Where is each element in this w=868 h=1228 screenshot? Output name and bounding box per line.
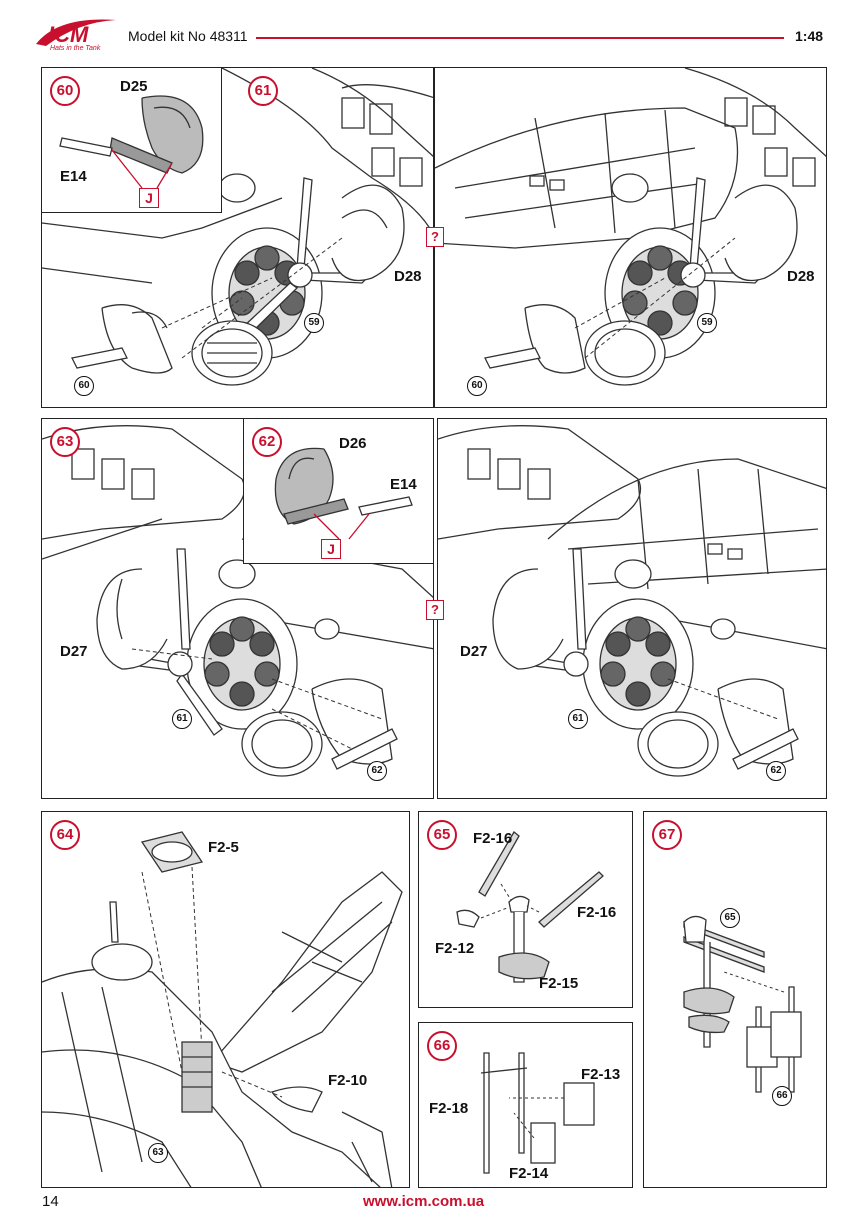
panel-step-63: 63 D27 61 62 62 D26 E14 J bbox=[41, 418, 434, 799]
page-number: 14 bbox=[42, 1193, 59, 1210]
panel-step-67: 67 65 66 bbox=[643, 811, 827, 1188]
question-marker-row2: ? bbox=[426, 600, 444, 620]
ref-step-62-b: 62 bbox=[766, 761, 786, 781]
icm-logo bbox=[36, 19, 116, 46]
part-label-f2-12: F2-12 bbox=[435, 940, 475, 957]
part-label-f2-14: F2-14 bbox=[509, 1165, 549, 1182]
header: ICM Hats in the Tank Model kit No 48311 … bbox=[0, 0, 868, 60]
part-label-d27: D27 bbox=[60, 643, 88, 660]
cowl-flap-detail-drawing bbox=[59, 95, 204, 189]
part-label-f2-16-b: F2-16 bbox=[577, 904, 617, 921]
engine-installed-drawing-left bbox=[438, 425, 826, 777]
engine-installed-drawing bbox=[435, 68, 826, 386]
step-60-badge: 60 bbox=[50, 76, 80, 106]
ref-step-59-b: 59 bbox=[697, 313, 717, 333]
gun-and-ammo-assembly-drawing bbox=[683, 915, 802, 1093]
ammo-box-drawing bbox=[480, 1052, 595, 1174]
panel-step-61: 60 D25 E14 J 61 D28 59 60 bbox=[41, 67, 434, 408]
step-65-badge: 65 bbox=[427, 820, 457, 850]
ref-step-59: 59 bbox=[304, 313, 324, 333]
ref-step-66: 66 bbox=[772, 1086, 792, 1106]
question-marker-row1: ? bbox=[426, 227, 444, 247]
step-62-badge: 62 bbox=[252, 427, 282, 457]
ref-step-62: 62 bbox=[367, 761, 387, 781]
engine-assembly-drawing-left bbox=[42, 425, 433, 777]
scale-label: 1:48 bbox=[795, 28, 824, 44]
logo-tagline: Hats in the Tank bbox=[50, 45, 101, 52]
engine-assembly-drawing bbox=[42, 68, 433, 386]
part-label-d27-b: D27 bbox=[460, 643, 488, 660]
part-label-f2-15: F2-15 bbox=[539, 975, 579, 992]
step-64-badge: 64 bbox=[50, 820, 80, 850]
panel-step-64: 64 F2-5 F2-10 63 bbox=[41, 811, 410, 1188]
part-label-d25: D25 bbox=[120, 78, 148, 95]
ref-step-61-b: 61 bbox=[568, 709, 588, 729]
ref-step-60: 60 bbox=[74, 376, 94, 396]
panel-step-66: 66 F2-13 F2-18 F2-14 bbox=[418, 1022, 633, 1188]
part-label-e14: E14 bbox=[60, 168, 87, 185]
part-label-f2-10: F2-10 bbox=[328, 1072, 368, 1089]
part-label-f2-13: F2-13 bbox=[581, 1066, 621, 1083]
header-rule bbox=[256, 37, 784, 39]
ref-step-60-b: 60 bbox=[467, 376, 487, 396]
step-67-badge: 67 bbox=[652, 820, 682, 850]
marker-j-62: J bbox=[321, 539, 341, 559]
panel-step-61-result: D28 59 60 bbox=[434, 67, 827, 408]
step-63-badge: 63 bbox=[50, 427, 80, 457]
ref-step-61: 61 bbox=[172, 709, 192, 729]
part-label-f2-18: F2-18 bbox=[429, 1100, 469, 1117]
step-66-badge: 66 bbox=[427, 1031, 457, 1061]
part-label-e14-b: E14 bbox=[390, 476, 417, 493]
website-link[interactable]: www.icm.com.ua bbox=[363, 1193, 485, 1210]
part-label-d26: D26 bbox=[339, 435, 367, 452]
part-label-d28-b: D28 bbox=[787, 268, 815, 285]
panel-step-63-result: D27 61 62 bbox=[437, 418, 827, 799]
cowl-flap-detail-drawing-right bbox=[274, 447, 413, 540]
part-label-f2-5: F2-5 bbox=[208, 839, 239, 856]
ref-step-65: 65 bbox=[720, 908, 740, 928]
ref-step-63: 63 bbox=[148, 1143, 168, 1163]
marker-j-60: J bbox=[139, 188, 159, 208]
logo-text: ICM bbox=[48, 22, 89, 47]
kit-label: Model kit No 48311 bbox=[128, 28, 248, 44]
panel-step-65: 65 F2-16 F2-16 F2-12 F2-15 bbox=[418, 811, 633, 1008]
step-61-badge: 61 bbox=[248, 76, 278, 106]
part-label-d28: D28 bbox=[394, 268, 422, 285]
part-label-f2-16-a: F2-16 bbox=[473, 830, 513, 847]
fuselage-turret-drawing bbox=[42, 831, 403, 1187]
gun-mount-drawing bbox=[456, 831, 604, 983]
